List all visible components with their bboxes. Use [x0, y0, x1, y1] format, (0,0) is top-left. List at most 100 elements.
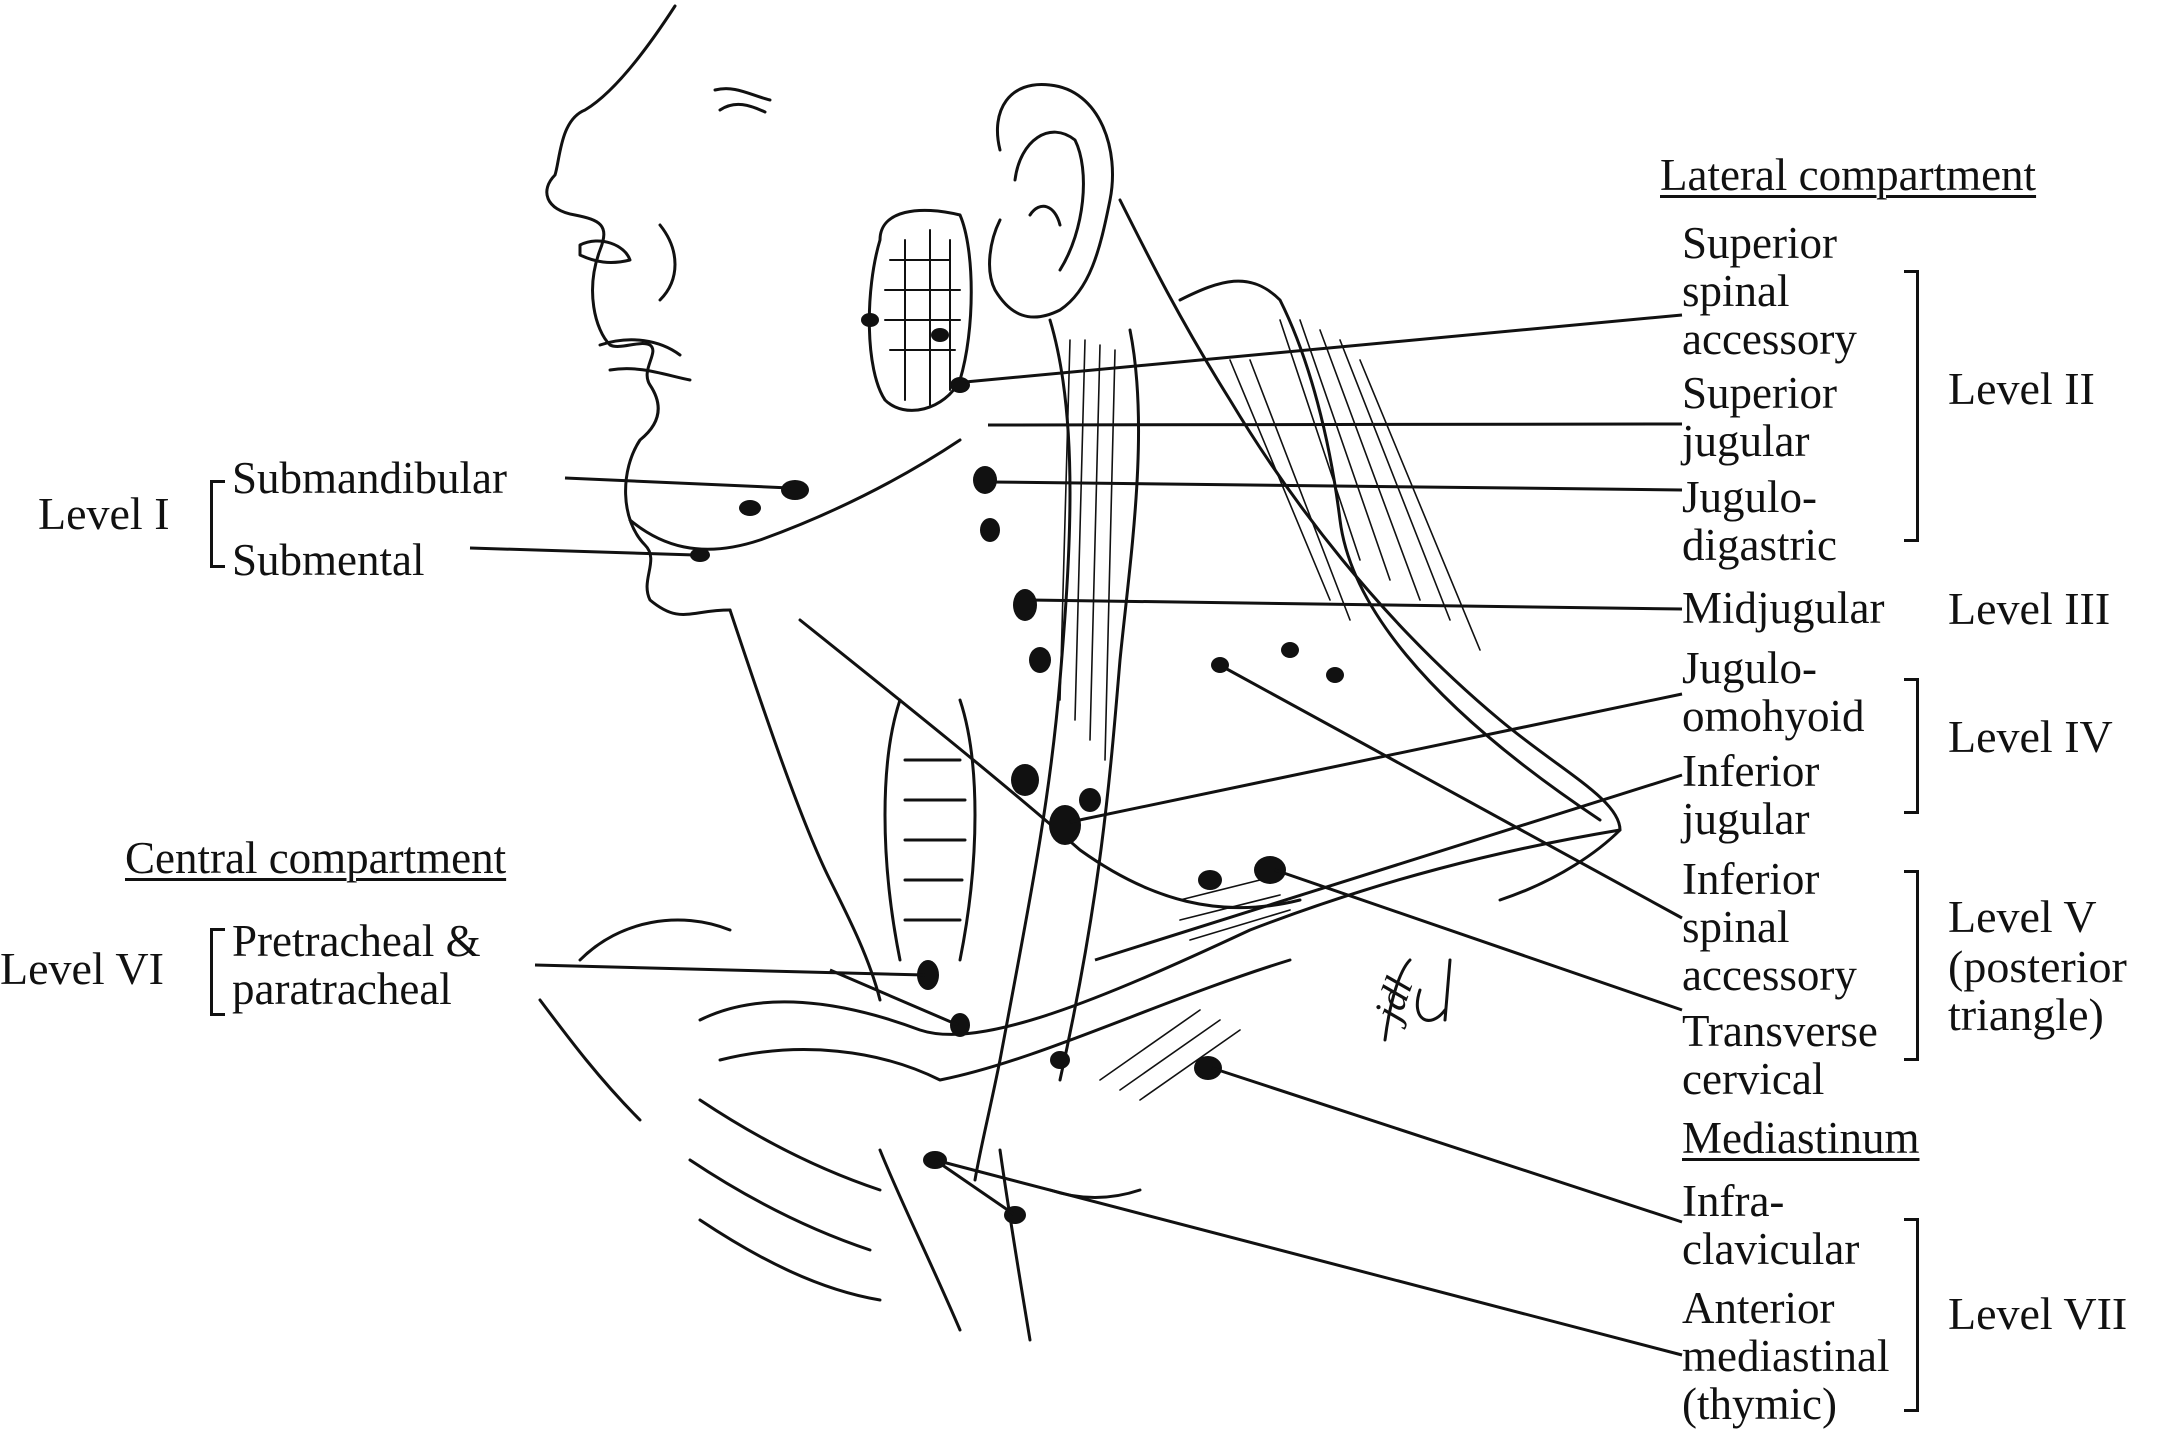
jugulo-digastric-line1: Jugulo- — [1682, 472, 1817, 522]
node-jugulo-digastric — [980, 518, 1000, 542]
ear — [990, 84, 1113, 317]
node-inferior-spinal — [1211, 657, 1229, 673]
muscle-striations — [1060, 320, 1480, 760]
neck-back — [1120, 200, 1620, 900]
pretracheal-line2: paratracheal — [232, 964, 452, 1014]
node-inferior-jugular — [1079, 788, 1101, 812]
level-iv-bracket — [1904, 678, 1919, 814]
leader-midjugular — [1030, 600, 1682, 609]
trachea — [885, 700, 975, 960]
node-parotid-1 — [861, 313, 879, 327]
infraclavicular-line2: clavicular — [1682, 1224, 1860, 1274]
node-midjugular — [1013, 589, 1037, 621]
leader-submandibular — [565, 478, 790, 488]
level-i-bracket — [210, 480, 225, 568]
node-inferior-spinal-2 — [1281, 642, 1299, 658]
node-misc-2 — [1326, 667, 1344, 683]
leader-anterior-mediastinal-2 — [935, 1160, 1015, 1215]
level-vi-bracket — [210, 928, 225, 1016]
node-paratracheal — [950, 1013, 970, 1037]
level-iv-label: Level IV — [1948, 711, 2113, 762]
level-vii-bracket — [1904, 1218, 1919, 1412]
transverse-cervical-line2: cervical — [1682, 1054, 1825, 1104]
leader-transverse-cervical — [1275, 870, 1682, 1010]
ear-inner — [1015, 132, 1083, 270]
inferior-spinal-accessory-line1: Inferior — [1682, 854, 1820, 904]
level-i-label: Level I — [38, 488, 170, 539]
nostril — [580, 241, 630, 263]
superior-jugular-line1: Superior — [1682, 368, 1837, 418]
node-misc-1 — [1050, 1051, 1070, 1069]
anterior-mediastinal-line2: mediastinal — [1682, 1331, 1890, 1381]
superior-spinal-accessory-line1: Superior — [1682, 218, 1837, 268]
inferior-spinal-accessory-line3: accessory — [1682, 950, 1857, 1000]
sternum — [880, 1150, 1030, 1340]
level-v-line3: triangle) — [1948, 989, 2104, 1040]
scalene-hatch — [1100, 880, 1290, 1100]
leader-inferior-spinal — [1225, 668, 1682, 918]
node-infraclavicular — [1194, 1056, 1222, 1080]
leader-anterior-mediastinal — [935, 1160, 1682, 1355]
node-midjugular-2 — [1029, 647, 1051, 673]
lateral-compartment-header: Lateral compartment — [1660, 150, 2037, 200]
node-submental — [690, 548, 710, 562]
inferior-jugular-line2: jugular — [1682, 794, 1810, 844]
leader-jugulo-omohyoid — [1070, 694, 1682, 822]
sternocleidomastoid-back — [1060, 330, 1139, 1080]
level-vi-label: Level VI — [0, 943, 164, 994]
node-submandibular — [781, 480, 809, 500]
parotid-texture — [885, 230, 960, 405]
neck-front — [730, 610, 880, 1000]
node-submandibular-2 — [739, 500, 761, 516]
node-transverse-cervical-2 — [1198, 870, 1222, 890]
leader-superior-jugular — [988, 424, 1682, 425]
central-compartment-header: Central compartment — [125, 833, 507, 883]
anterior-mediastinal-line1: Anterior — [1682, 1283, 1835, 1333]
inferior-jugular-line1: Inferior — [1682, 746, 1820, 796]
level-ii-bracket — [1904, 270, 1919, 542]
clavicle-lower — [720, 960, 1290, 1080]
level-iii-label: Level III — [1948, 583, 2111, 634]
clavicle — [700, 830, 1620, 1034]
node-jugulo-omohyoid — [1049, 805, 1081, 845]
submandibular-label: Submandibular — [232, 453, 507, 503]
infraclavicular-line1: Infra- — [1682, 1176, 1785, 1226]
node-jugulo-omohyoid-2 — [1011, 764, 1039, 796]
pretracheal-line1: Pretracheal & — [232, 916, 481, 966]
collar-curve — [540, 920, 730, 1120]
face-profile — [547, 6, 730, 614]
level-v-bracket — [1904, 870, 1919, 1061]
submental-label: Submental — [232, 535, 425, 585]
leader-pretracheal — [535, 965, 925, 975]
nasal-fold — [660, 225, 675, 300]
trapezius — [1180, 281, 1600, 820]
leader-paratracheal — [830, 970, 958, 1025]
lips — [600, 340, 690, 380]
eyebrow — [715, 89, 770, 112]
level-v-line1: Level V — [1948, 891, 2097, 942]
leader-superior-spinal — [965, 315, 1682, 382]
ear-canal — [1030, 206, 1060, 225]
signature-mark — [1385, 960, 1450, 1040]
level-v-line2: (posterior — [1948, 941, 2127, 992]
superior-spinal-accessory-line3: accessory — [1682, 314, 1857, 364]
jugulo-digastric-line2: digastric — [1682, 520, 1837, 570]
level-ii-label: Level II — [1948, 363, 2095, 414]
superior-jugular-line2: jugular — [1682, 416, 1810, 466]
jugulo-omohyoid-line1: Jugulo- — [1682, 643, 1817, 693]
jugulo-omohyoid-line2: omohyoid — [1682, 691, 1865, 741]
midjugular-label: Midjugular — [1682, 583, 1885, 633]
leader-jugulo-digastric — [990, 482, 1682, 490]
leader-inferior-jugular — [1095, 775, 1682, 960]
inferior-spinal-accessory-line2: spinal — [1682, 902, 1790, 952]
level-vii-label: Level VII — [1948, 1288, 2128, 1339]
leader-submental — [470, 548, 695, 555]
superior-spinal-accessory-line2: spinal — [1682, 266, 1790, 316]
anterior-mediastinal-line3: (thymic) — [1682, 1379, 1837, 1429]
node-transverse-cervical — [1254, 856, 1286, 884]
node-pretracheal — [917, 960, 939, 990]
ribs — [690, 1100, 1140, 1300]
node-superior-jugular — [973, 466, 997, 494]
node-superior-spinal — [950, 377, 970, 393]
